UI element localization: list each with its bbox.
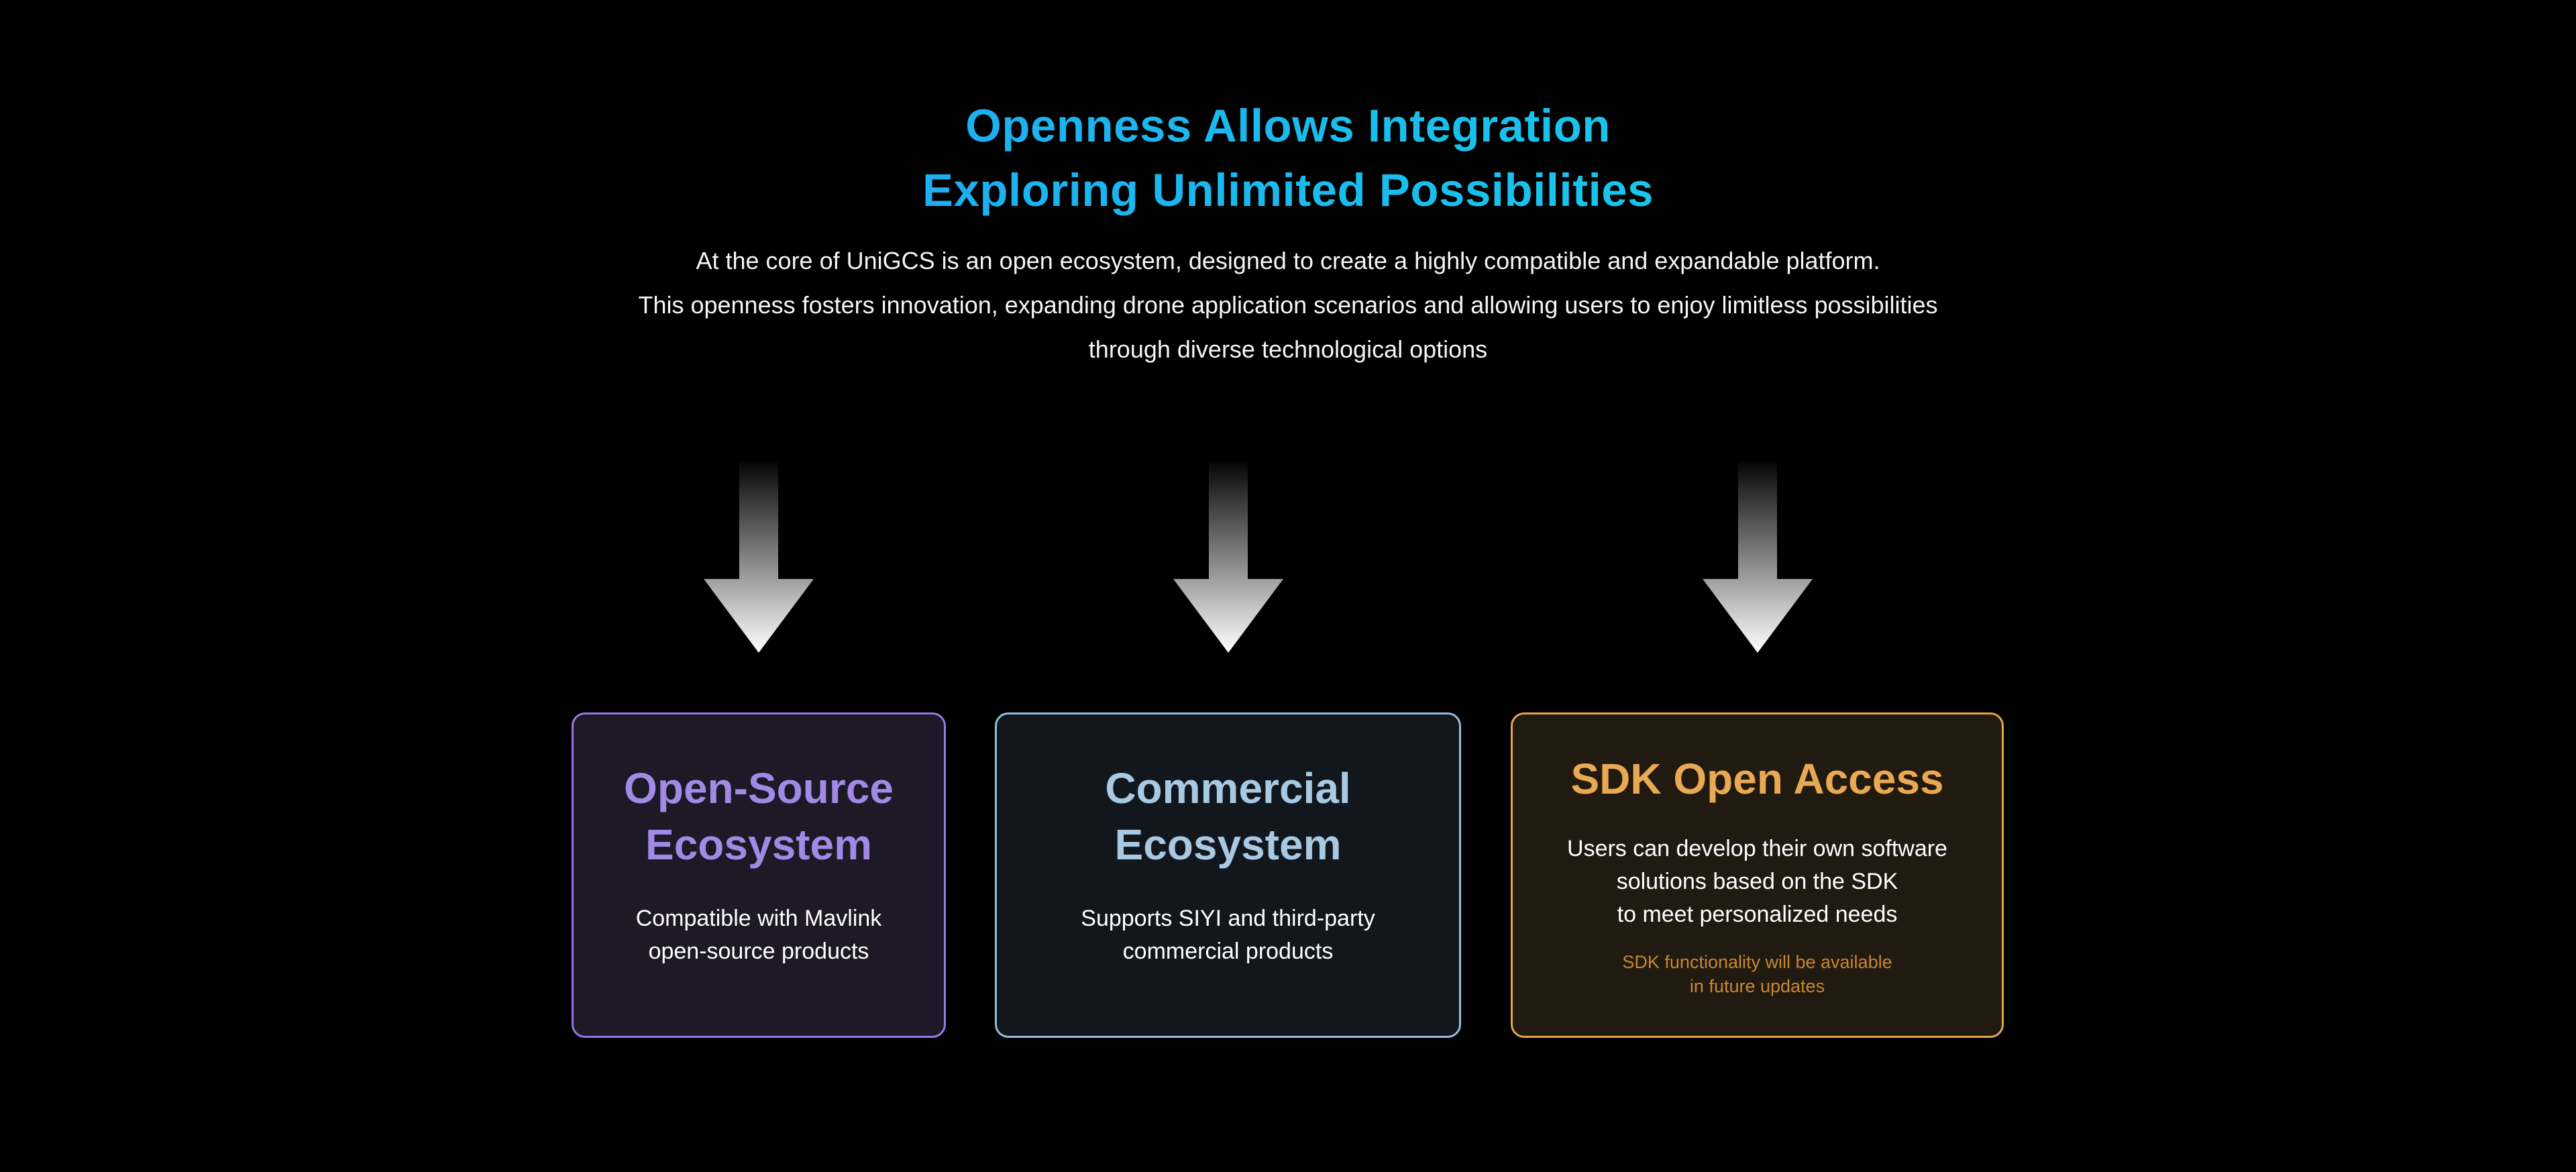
- down-arrow-icon: [1703, 462, 1813, 653]
- description-line: through diverse technological options: [1088, 335, 1488, 363]
- card-sdk-open-access: SDK Open Access Users can develop their …: [1511, 712, 2004, 1038]
- card-body-line: commercial products: [1122, 939, 1334, 964]
- page-title-line-2: Exploring Unlimited Possibilities: [922, 164, 1654, 216]
- card-open-source-ecosystem: Open-Source Ecosystem Compatible with Ma…: [572, 712, 946, 1038]
- card-body-line: open-source products: [648, 939, 869, 964]
- down-arrow-icon: [1173, 462, 1283, 653]
- card-title-line: Ecosystem: [1114, 820, 1342, 869]
- card-body: Compatible with Mavlink open-source prod…: [574, 902, 944, 968]
- card-title: Open-Source Ecosystem: [574, 760, 944, 873]
- card-body-line: Users can develop their own software: [1567, 836, 1947, 861]
- card-title-line: Commercial: [1105, 764, 1351, 812]
- card-title-line: Open-Source: [624, 764, 894, 812]
- card-title-line: SDK Open Access: [1570, 755, 1944, 803]
- card-note-line: in future updates: [1689, 976, 1825, 996]
- page-title: Openness Allows Integration Exploring Un…: [0, 94, 2576, 223]
- card-title: SDK Open Access: [1513, 751, 2002, 807]
- card-body: Supports SIYI and third-party commercial…: [997, 902, 1459, 968]
- card-body-line: solutions based on the SDK: [1616, 869, 1898, 894]
- card-title: Commercial Ecosystem: [997, 760, 1459, 873]
- down-arrow-icon: [704, 462, 814, 653]
- card-note-line: SDK functionality will be available: [1622, 952, 1892, 972]
- description-line: At the core of UniGCS is an open ecosyst…: [696, 247, 1880, 274]
- description-line: This openness fosters innovation, expand…: [638, 291, 1938, 319]
- card-body-line: Supports SIYI and third-party: [1081, 906, 1375, 931]
- card-body-line: Compatible with Mavlink: [635, 906, 882, 931]
- card-body-line: to meet personalized needs: [1617, 902, 1898, 927]
- card-note: SDK functionality will be available in f…: [1513, 950, 2002, 998]
- card-title-line: Ecosystem: [645, 820, 872, 869]
- page-title-line-1: Openness Allows Integration: [965, 100, 1611, 152]
- card-commercial-ecosystem: Commercial Ecosystem Supports SIYI and t…: [995, 712, 1461, 1038]
- card-body: Users can develop their own software sol…: [1513, 833, 2002, 931]
- section-description: At the core of UniGCS is an open ecosyst…: [0, 239, 2576, 372]
